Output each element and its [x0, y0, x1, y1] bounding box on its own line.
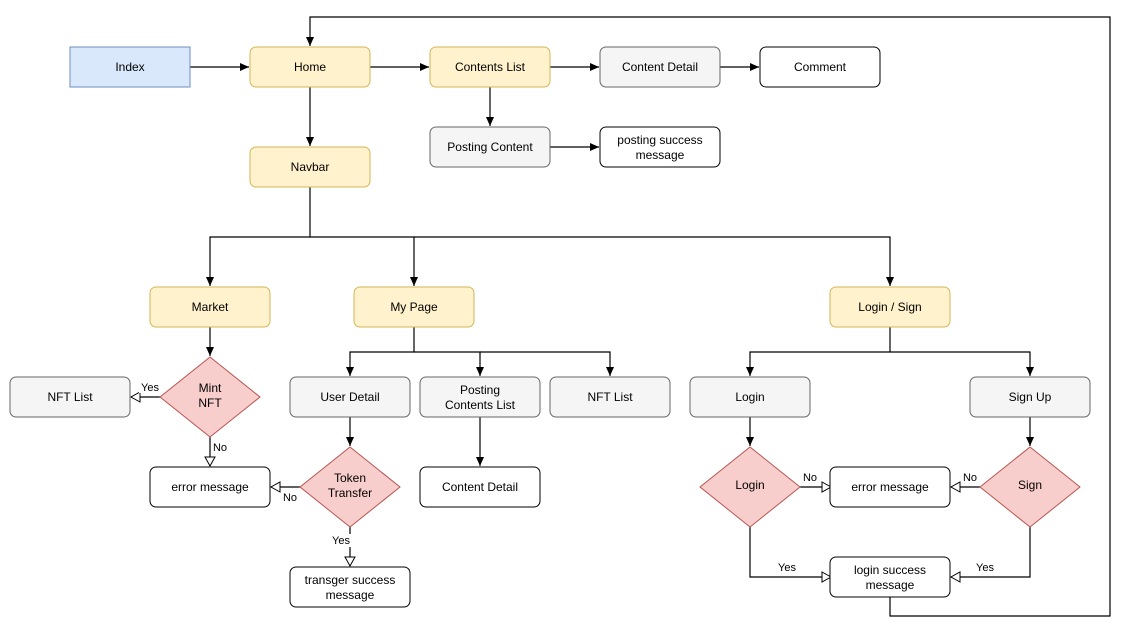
svg-text:Sign Up: Sign Up — [1009, 390, 1052, 404]
svg-text:Content Detail: Content Detail — [622, 60, 698, 74]
node-contents-list: Contents List — [429, 46, 551, 88]
node-nft-list-market: NFT List — [9, 376, 131, 418]
node-posting-contents-list: Posting Contents List — [419, 376, 541, 418]
svg-text:login success: login success — [854, 563, 926, 577]
label-login-no: No — [803, 472, 817, 484]
node-error-market: error message — [149, 466, 271, 508]
node-content-detail-mypage: Content Detail — [419, 466, 541, 508]
node-sign-decision: Sign — [979, 446, 1081, 528]
svg-text:error message: error message — [851, 480, 929, 494]
edge-login-sign-signup — [890, 351, 1034, 376]
node-sign-up: Sign Up — [969, 376, 1091, 418]
label-sign-no: No — [963, 472, 977, 484]
svg-text:Login: Login — [735, 478, 764, 492]
svg-text:NFT List: NFT List — [47, 390, 93, 404]
label-login-yes: Yes — [778, 562, 796, 574]
node-login-decision: Login — [699, 446, 801, 528]
edge-mypage-user-detail — [346, 327, 415, 376]
node-transfer-success: transger success message — [289, 566, 411, 608]
label-token-yes: Yes — [332, 535, 350, 547]
node-home: Home — [249, 46, 371, 88]
svg-text:User Detail: User Detail — [320, 390, 379, 404]
node-navbar: Navbar — [249, 146, 371, 188]
svg-text:Home: Home — [294, 60, 326, 74]
svg-text:Market: Market — [192, 300, 229, 314]
node-mint-nft: Mint NFT — [159, 356, 261, 438]
node-comment: Comment — [759, 46, 881, 88]
edge-mypage-posting-list — [414, 351, 484, 376]
svg-text:Index: Index — [115, 60, 144, 74]
node-user-detail: User Detail — [289, 376, 411, 418]
svg-text:NFT List: NFT List — [587, 390, 633, 404]
svg-text:Login / Sign: Login / Sign — [858, 300, 921, 314]
label-token-no: No — [283, 492, 297, 504]
svg-text:Transfer: Transfer — [328, 486, 372, 500]
node-login-success: login success message — [829, 556, 951, 598]
node-market: Market — [149, 286, 271, 328]
edge-login-success-home — [306, 16, 1111, 617]
edge-mypage-nft-list — [480, 351, 614, 376]
label-mint-no: No — [213, 442, 227, 454]
edge-sign-yes — [949, 527, 1031, 583]
svg-text:NFT: NFT — [198, 396, 222, 410]
edge-login-yes — [749, 527, 833, 583]
svg-text:Content Detail: Content Detail — [442, 480, 518, 494]
svg-text:Contents List: Contents List — [455, 60, 526, 74]
edge-navbar-mypage — [310, 236, 418, 286]
svg-text:Posting Content: Posting Content — [447, 140, 533, 154]
edge-login-sign-login — [746, 327, 891, 376]
node-nft-list-mypage: NFT List — [549, 376, 671, 418]
svg-text:Sign: Sign — [1018, 478, 1042, 492]
svg-text:Comment: Comment — [794, 60, 847, 74]
svg-text:message: message — [866, 578, 915, 592]
node-content-detail-top: Content Detail — [599, 46, 721, 88]
node-posting-success: posting success message — [599, 126, 721, 168]
svg-text:message: message — [326, 588, 375, 602]
svg-text:posting success: posting success — [617, 133, 702, 147]
svg-text:error message: error message — [171, 480, 249, 494]
edge-navbar-branch — [206, 187, 311, 286]
svg-text:transger success: transger success — [305, 573, 396, 587]
svg-text:Posting: Posting — [460, 383, 500, 397]
node-my-page: My Page — [353, 286, 475, 328]
node-login-sign: Login / Sign — [829, 286, 951, 328]
node-error-login: error message — [829, 466, 951, 508]
svg-text:Login: Login — [735, 390, 764, 404]
svg-text:Token: Token — [334, 471, 366, 485]
svg-text:Contents List: Contents List — [445, 398, 516, 412]
svg-text:message: message — [636, 148, 685, 162]
node-login: Login — [689, 376, 811, 418]
node-index: Index — [69, 46, 191, 88]
edge-labels: Yes No No Yes No Yes No Yes — [139, 380, 996, 574]
node-token-transfer: Token Transfer — [299, 446, 401, 528]
svg-text:Mint: Mint — [199, 381, 222, 395]
label-mint-yes: Yes — [141, 382, 159, 394]
svg-text:Navbar: Navbar — [291, 160, 330, 174]
label-sign-yes: Yes — [976, 562, 994, 574]
node-posting-content: Posting Content — [429, 126, 551, 168]
svg-text:My Page: My Page — [390, 300, 438, 314]
edge-navbar-login-sign — [414, 236, 894, 286]
